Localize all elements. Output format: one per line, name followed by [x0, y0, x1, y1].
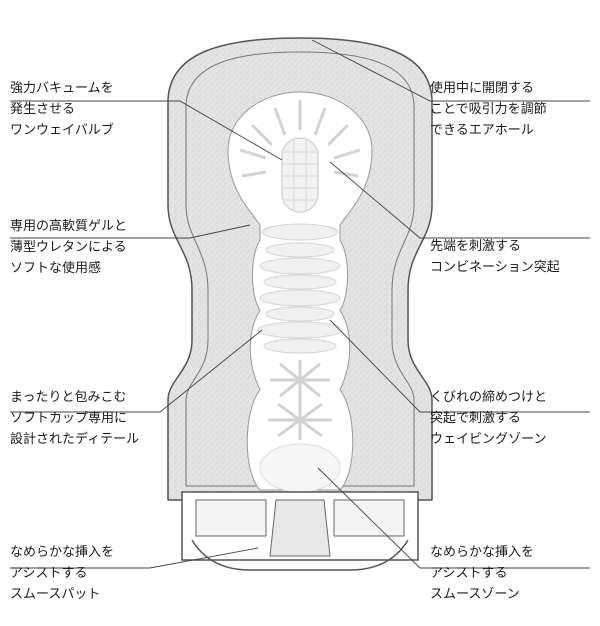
label-smooth-pad: なめらかな挿入をアシストするスムースパット	[10, 545, 115, 602]
label-vacuum-bulb: 強力バキュームを発生させるワンウェイバルブ	[10, 81, 114, 138]
label-smooth-zone: なめらかな挿入をアシストするスムースゾーン	[430, 545, 535, 602]
label-detail: まったりと包みこむソフトカップ専用に設計されたディテール	[10, 390, 140, 447]
base-cup	[176, 491, 424, 571]
waving-zone-ridges	[257, 223, 343, 354]
tip-combination-ridges	[239, 100, 361, 178]
label-waving: くびれの締めつけと突起で刺激するウェイビングゾーン	[430, 390, 548, 447]
product-cross-section-diagram	[10, 37, 590, 571]
lower-star-bumps	[268, 360, 332, 440]
label-air-hole: 使用中に開閉することで吸引力を調節できるエアホール	[430, 81, 547, 138]
tip-grid-nub	[281, 137, 319, 213]
label-tip: 先端を刺激するコンビネーション突起	[430, 239, 560, 275]
label-gel: 専用の高軟質ゲルと薄型ウレタンによるソフトな使用感	[10, 219, 128, 276]
smooth-zone	[259, 443, 341, 493]
leader-lines	[10, 39, 590, 569]
